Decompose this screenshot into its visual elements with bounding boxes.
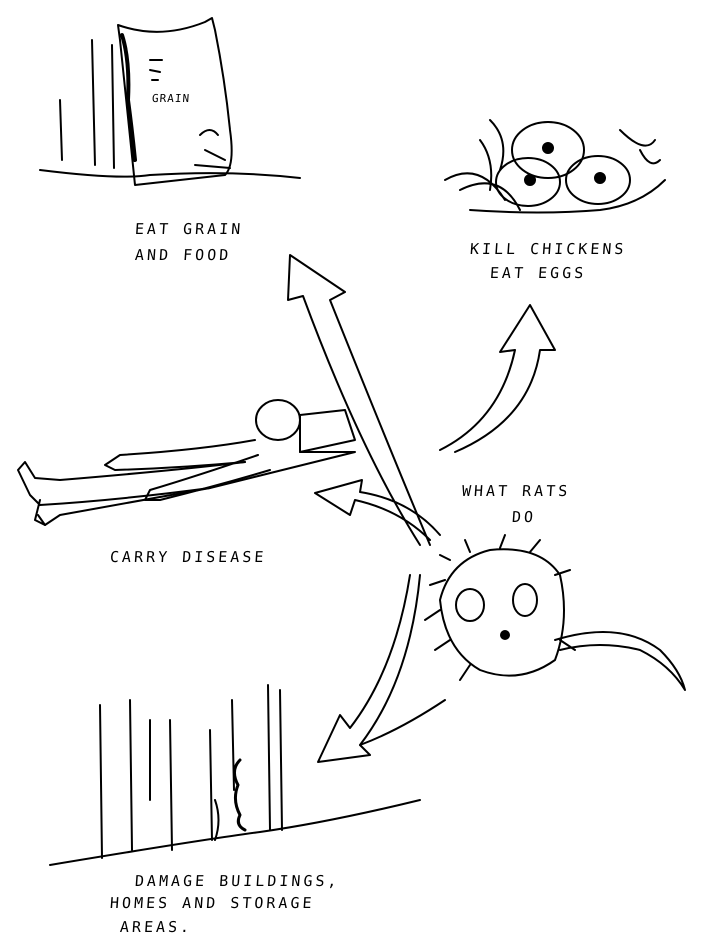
grain-sack-illustration (39, 17, 301, 186)
chickens-label-line1: KILL CHICKENS (469, 240, 628, 258)
arrow-to-grain (287, 254, 431, 546)
arrow-to-building (317, 574, 421, 763)
grain-sack-label: GRAIN (151, 92, 191, 105)
arrow-to-building-2 (359, 699, 446, 746)
title-line1: WHAT RATS (461, 482, 571, 500)
disease-label: CARRY DISEASE (109, 548, 268, 566)
arrows (287, 254, 556, 763)
grain-label-line2: AND FOOD (134, 246, 232, 264)
eggs-nest-illustration (444, 119, 666, 214)
damage-label-line3: AREAS. (119, 918, 193, 936)
arrow-to-person (314, 479, 441, 541)
grain-label-line1: EAT GRAIN (134, 220, 244, 238)
damage-label-line2: HOMES AND STORAGE (109, 894, 316, 912)
arrow-to-eggs (439, 304, 556, 453)
chickens-label-line2: EAT EGGS (489, 264, 587, 282)
rat-illustration (424, 534, 686, 691)
title-line2: DO (511, 508, 537, 526)
damage-label-line1: DAMAGE BUILDINGS, (134, 872, 341, 890)
sick-person-illustration (17, 399, 356, 526)
damaged-building-illustration (49, 684, 421, 866)
